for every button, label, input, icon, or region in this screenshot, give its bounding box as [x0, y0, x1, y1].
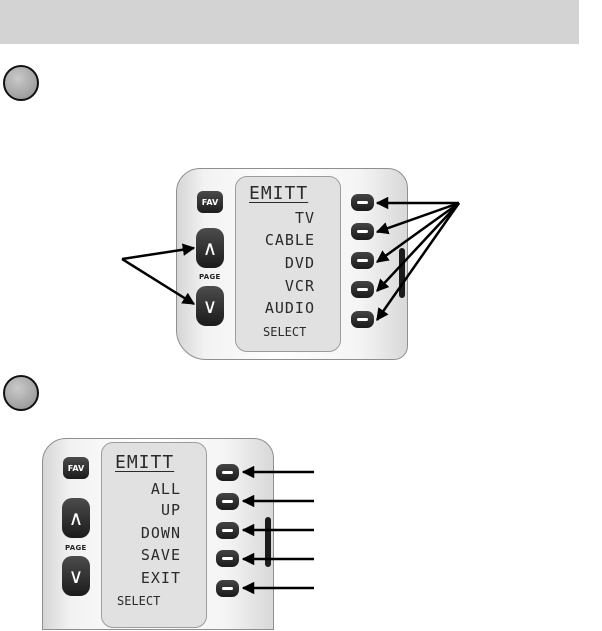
step-2-marker [3, 375, 39, 411]
soft-key-2[interactable] [351, 223, 374, 240]
lcd-menu-item: EXIT [141, 571, 181, 586]
chevron-up-icon: ∧ [203, 238, 218, 258]
page-label: PAGE [65, 544, 87, 552]
fav-button[interactable]: FAV [197, 191, 223, 213]
soft-key-2[interactable] [216, 493, 239, 510]
page-label: PAGE [199, 273, 221, 281]
lcd-menu-item: TV [295, 211, 315, 226]
soft-key-1[interactable] [216, 464, 239, 481]
lcd-menu-item: ALL [151, 482, 181, 497]
soft-key-5[interactable] [216, 580, 239, 597]
lcd-title: EMITT [249, 185, 308, 203]
lcd-menu-item: UP [161, 503, 181, 518]
chevron-down-icon: ∨ [69, 566, 84, 586]
soft-key-1[interactable] [351, 194, 374, 211]
side-scroll-wheel [265, 517, 271, 567]
lcd-title: EMITT [115, 454, 174, 472]
soft-key-3[interactable] [351, 252, 374, 269]
lcd-menu-item: AUDIO [265, 301, 315, 316]
chevron-up-icon: ∧ [69, 508, 84, 528]
page-down-button[interactable]: ∨ [62, 556, 90, 596]
lcd-menu-item: DVD [285, 256, 315, 271]
page-up-button[interactable]: ∧ [196, 228, 224, 268]
fav-button[interactable]: FAV [63, 457, 89, 479]
soft-key-4[interactable] [216, 550, 239, 567]
step-1-marker [3, 65, 39, 101]
lcd-select-label: SELECT [117, 595, 160, 607]
lcd-menu-item: DOWN [141, 526, 181, 541]
lcd-menu-item: VCR [285, 279, 315, 294]
page-down-button[interactable]: ∨ [196, 286, 224, 326]
soft-key-3[interactable] [216, 522, 239, 539]
chevron-down-icon: ∨ [203, 296, 218, 316]
header-bar [0, 0, 579, 44]
side-scroll-wheel [399, 248, 405, 298]
soft-key-4[interactable] [351, 281, 374, 298]
page-up-button[interactable]: ∧ [62, 498, 90, 538]
lcd-select-label: SELECT [263, 326, 306, 338]
lcd-menu-item: CABLE [265, 233, 315, 248]
soft-key-5[interactable] [351, 311, 374, 328]
lcd-menu-item: SAVE [141, 548, 181, 563]
